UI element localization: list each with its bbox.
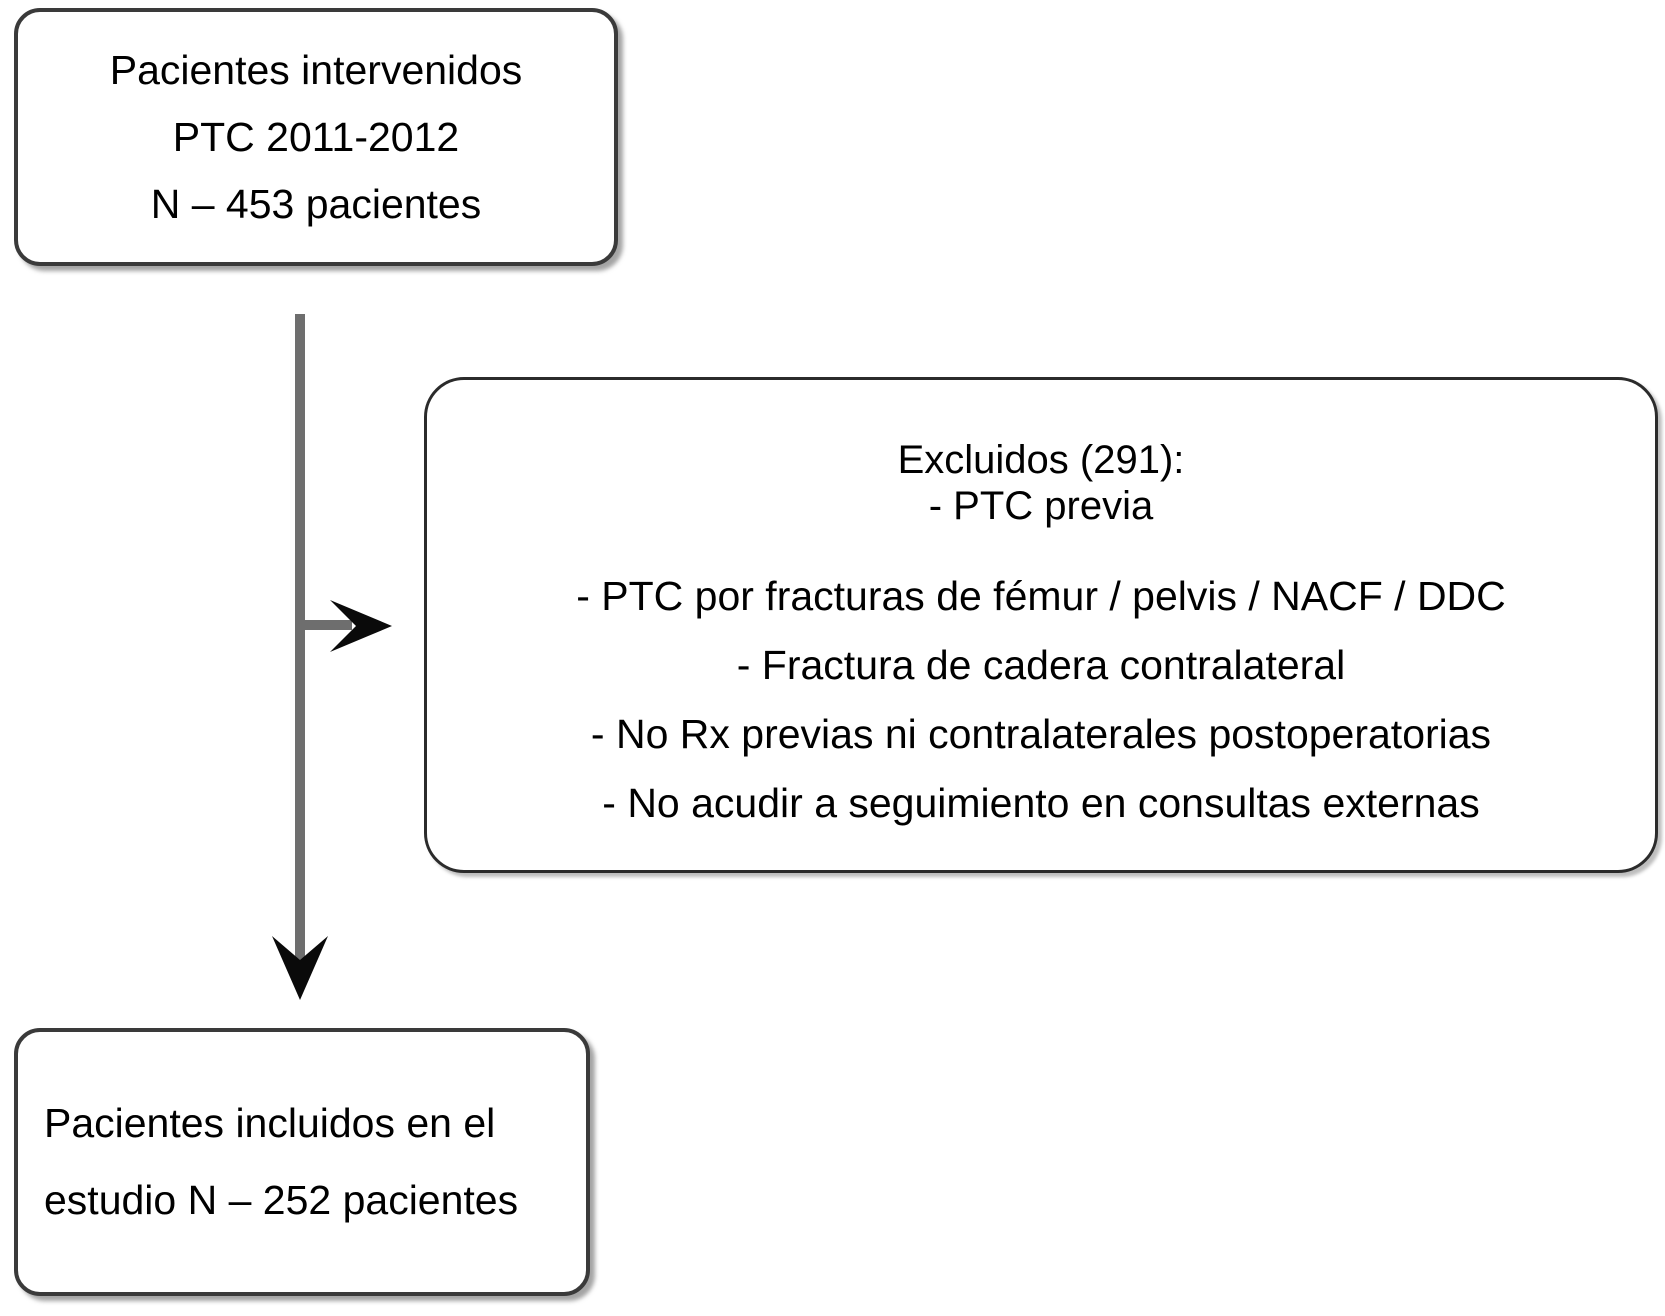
excluded-list-item: - No acudir a seguimiento en consultas e… bbox=[602, 779, 1480, 826]
excluded-list-item: - No Rx previas ni contralaterales posto… bbox=[590, 710, 1492, 757]
excluded-heading: Excluidos (291): bbox=[897, 438, 1185, 483]
excluded-list-item: - Fractura de cadera contralateral bbox=[736, 641, 1346, 688]
right-arrow-head-icon bbox=[330, 600, 392, 652]
excluded-list-item: - PTC por fracturas de fémur / pelvis / … bbox=[576, 572, 1506, 619]
node-pacientes-intervenidos[interactable]: Pacientes intervenidos PTC 2011-2012 N –… bbox=[14, 8, 618, 266]
node-line-title: Pacientes intervenidos bbox=[109, 46, 523, 93]
node-pacientes-incluidos[interactable]: Pacientes incluidos en el estudio N – 25… bbox=[14, 1028, 590, 1296]
node-line-count: estudio N – 252 pacientes bbox=[44, 1177, 519, 1223]
down-arrow-head-icon bbox=[272, 936, 328, 1000]
excluded-heading-sub: - PTC previa bbox=[928, 484, 1154, 528]
node-line-title: Pacientes incluidos en el bbox=[44, 1100, 496, 1146]
node-line-count: N – 453 pacientes bbox=[150, 180, 482, 227]
node-line-period: PTC 2011-2012 bbox=[172, 113, 460, 160]
node-excluidos[interactable]: Excluidos (291): - PTC previa - PTC por … bbox=[424, 377, 1658, 873]
